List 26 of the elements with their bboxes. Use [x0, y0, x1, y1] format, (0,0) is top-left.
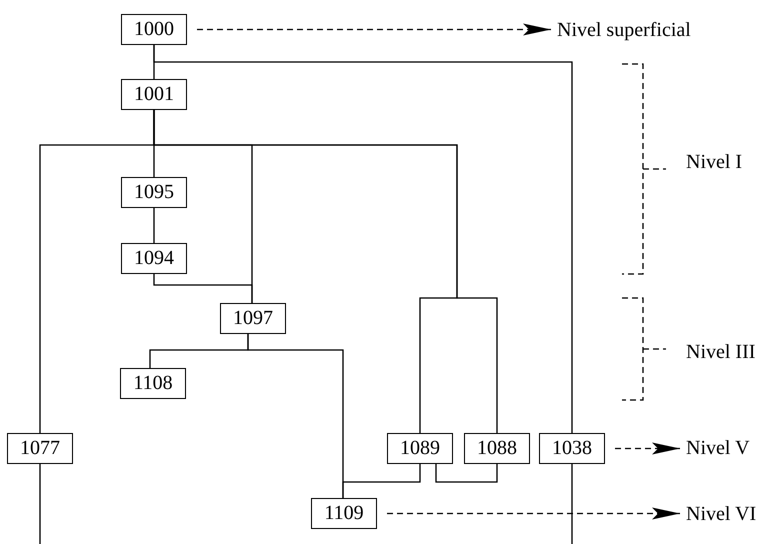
id-box: 1094 [121, 243, 187, 274]
id-box: 1000 [121, 14, 187, 45]
dashed-arrow [387, 508, 680, 520]
level-label: Nivel I [686, 150, 742, 175]
connector-line [435, 464, 498, 483]
id-box: 1038 [539, 433, 605, 464]
connector-line [153, 45, 573, 433]
connector-line [153, 274, 253, 303]
dashed-arrow [197, 24, 551, 36]
id-box: 1109 [311, 498, 377, 529]
connector-line [342, 464, 421, 498]
id-box: 1077 [7, 433, 73, 464]
level-label: Nivel VI [686, 500, 756, 528]
level-label: Nivel superficial [557, 16, 691, 44]
level-label: Nivel V [686, 434, 750, 462]
dashed-arrow [615, 442, 680, 454]
connector-line [39, 464, 41, 544]
connector-line [153, 208, 155, 243]
id-box: 1108 [120, 368, 186, 399]
id-box: 1089 [387, 433, 453, 464]
connector-line [571, 464, 573, 544]
level-label: Nivel III [686, 340, 756, 365]
id-box: 1001 [121, 79, 187, 110]
id-box: 1097 [220, 303, 286, 334]
id-box: 1095 [121, 177, 187, 208]
id-box: 1088 [464, 433, 530, 464]
